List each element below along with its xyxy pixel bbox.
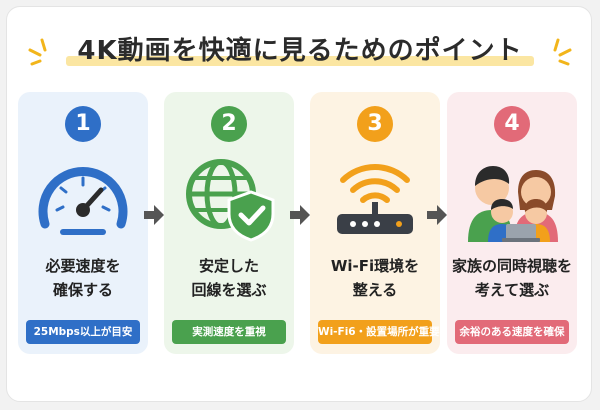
title-area: 4K動画を快適に見るためのポイント	[0, 22, 600, 72]
arrow-right-icon	[144, 205, 164, 225]
sparkle-right-icon	[553, 38, 572, 66]
arrow-right-icon	[290, 205, 310, 225]
step-badge: 実測速度を重視	[172, 320, 286, 344]
globe-shield-icon	[186, 159, 275, 242]
step-card-family: 4 家族の同時視聴を 考えて選ぶ 余裕のある速度を確保	[447, 92, 577, 354]
step-label: 家族の同時視聴を 考えて選ぶ	[451, 257, 572, 299]
family-laptop-icon	[468, 166, 558, 242]
arrow-right-icon	[427, 205, 447, 225]
step-label: Wi-Fi環境を 整える	[330, 257, 420, 299]
page-title: 4K動画を快適に見るためのポイント	[77, 36, 523, 66]
step-badge: 25Mbps以上が目安	[26, 320, 140, 344]
step-number: 1	[65, 106, 101, 142]
step-badge: 余裕のある速度を確保	[455, 320, 569, 344]
step-number: 4	[494, 106, 530, 142]
sparkle-left-icon	[28, 38, 47, 66]
step-number: 3	[357, 106, 393, 142]
step-label: 安定した 回線を選ぶ	[191, 257, 267, 299]
step-card-stable-line: 2 安定した 回線を選ぶ 実測速度を重視	[164, 92, 294, 354]
wifi-router-icon	[337, 164, 413, 234]
step-number: 2	[211, 106, 247, 142]
step-badge: Wi-Fi6・設置場所が重要	[318, 320, 440, 344]
title-highlight	[66, 56, 534, 66]
speedometer-icon	[38, 167, 128, 235]
step-card-speed: 1 必要速度を 確保する 25Mbps以上が目安	[18, 92, 148, 354]
step-card-wifi: 3 Wi-Fi環境を 整える Wi-Fi6・設置場所が重要	[310, 92, 440, 354]
step-label: 必要速度を 確保する	[45, 257, 121, 299]
